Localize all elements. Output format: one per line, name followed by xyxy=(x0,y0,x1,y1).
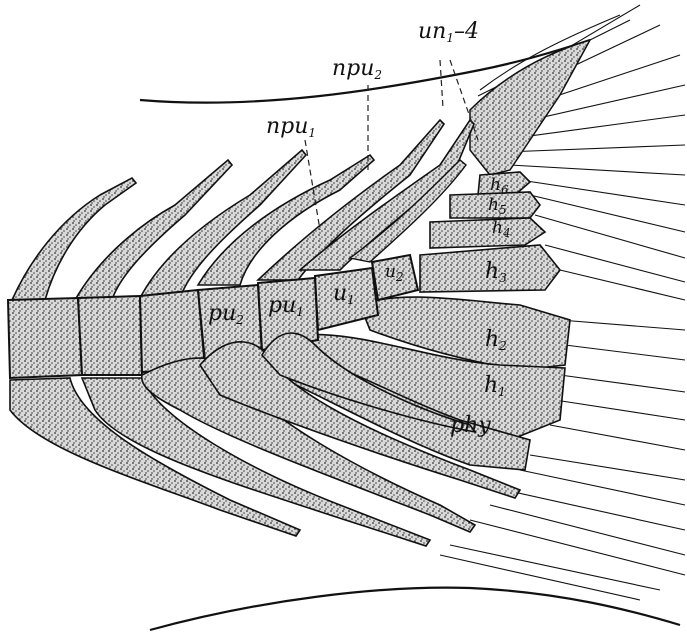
label-npu1: npu1 xyxy=(266,114,316,140)
label-npu2: npu2 xyxy=(332,56,382,82)
label-un: un1–4 xyxy=(418,19,479,45)
ventral-body-outline xyxy=(150,588,680,630)
leader-un-a xyxy=(440,60,443,108)
label-phy: phy xyxy=(450,413,491,438)
upper-fin-base xyxy=(470,40,590,175)
